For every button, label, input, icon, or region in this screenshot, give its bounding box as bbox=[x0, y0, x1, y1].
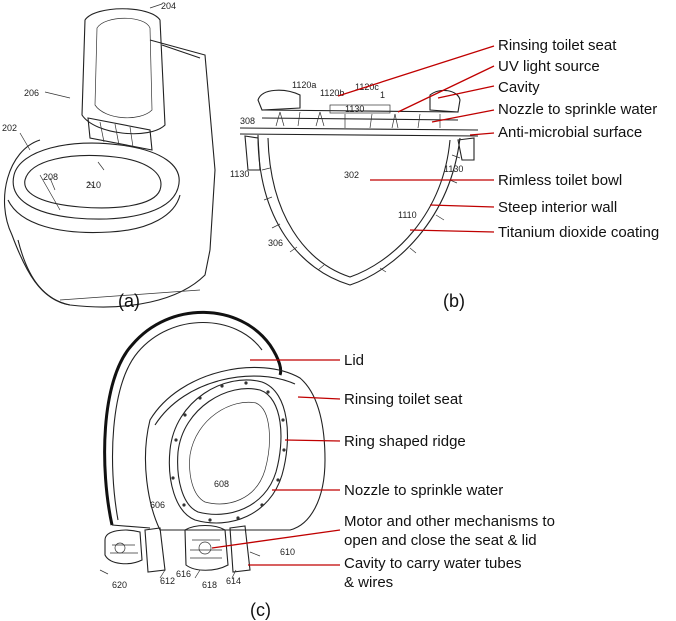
ref-1: 1 bbox=[380, 90, 385, 100]
label-motor-line2: open and close the seat & lid bbox=[344, 532, 537, 549]
ref-614: 614 bbox=[226, 576, 241, 586]
label-ring-shaped-ridge: Ring shaped ridge bbox=[344, 433, 466, 450]
panel-b-leaders bbox=[337, 45, 495, 233]
ref-204: 204 bbox=[161, 1, 176, 11]
ref-1110: 1110 bbox=[398, 210, 417, 220]
ref-616: 616 bbox=[176, 569, 191, 579]
ref-620: 620 bbox=[112, 580, 127, 590]
label-uv-light-source: UV light source bbox=[498, 58, 600, 75]
ref-618: 618 bbox=[202, 580, 217, 590]
label-rinsing-toilet-seat-b: Rinsing toilet seat bbox=[498, 37, 617, 54]
label-cavity-line1: Cavity to carry water tubes bbox=[344, 555, 522, 572]
panel-b-labels: Rinsing toilet seat UV light source Cavi… bbox=[498, 37, 659, 241]
ref-308: 308 bbox=[240, 116, 255, 126]
panel-c-leaders bbox=[211, 359, 341, 566]
ref-608: 608 bbox=[214, 479, 229, 489]
ref-1130-top: 1130 bbox=[345, 104, 364, 114]
label-anti-microbial-surface: Anti-microbial surface bbox=[498, 124, 642, 141]
ref-606: 606 bbox=[150, 500, 165, 510]
panel-b-drawing: 1120a 1120b 1120c 1 1130 308 1130 1130 3… bbox=[230, 80, 479, 311]
ref-306: 306 bbox=[268, 238, 283, 248]
ref-206: 206 bbox=[24, 88, 39, 98]
label-motor-line1: Motor and other mechanisms to bbox=[344, 513, 555, 530]
panel-c-drawing: 606 608 610 620 612 616 618 614 (c) bbox=[99, 310, 326, 620]
panel-c-labels: Lid Rinsing toilet seat Ring shaped ridg… bbox=[344, 352, 555, 591]
label-rimless-toilet-bowl: Rimless toilet bowl bbox=[498, 172, 622, 189]
label-titanium-dioxide-coating: Titanium dioxide coating bbox=[498, 224, 659, 241]
label-cavity-line2: & wires bbox=[344, 574, 393, 591]
ref-1130-right: 1130 bbox=[444, 164, 463, 174]
ref-1120b: 1120b bbox=[320, 88, 344, 98]
label-cavity: Cavity bbox=[498, 79, 540, 96]
ref-610: 610 bbox=[280, 547, 295, 557]
ref-1120a: 1120a bbox=[292, 80, 316, 90]
ref-1130-left: 1130 bbox=[230, 169, 249, 179]
ref-208: 208 bbox=[43, 172, 58, 182]
panel-a-drawing: 204 206 202 208 210 (a) bbox=[2, 1, 216, 311]
nozzle-dots bbox=[171, 381, 286, 522]
caption-c: (c) bbox=[250, 600, 271, 620]
ref-612: 612 bbox=[160, 576, 175, 586]
label-nozzle-c: Nozzle to sprinkle water bbox=[344, 482, 503, 499]
label-nozzle-b: Nozzle to sprinkle water bbox=[498, 101, 657, 118]
ref-210: 210 bbox=[86, 180, 101, 190]
caption-b: (b) bbox=[443, 291, 465, 311]
ref-202: 202 bbox=[2, 123, 17, 133]
ref-302: 302 bbox=[344, 170, 359, 180]
label-lid: Lid bbox=[344, 352, 364, 369]
caption-a: (a) bbox=[118, 291, 140, 311]
label-rinsing-toilet-seat-c: Rinsing toilet seat bbox=[344, 391, 463, 408]
label-steep-interior-wall: Steep interior wall bbox=[498, 199, 617, 216]
